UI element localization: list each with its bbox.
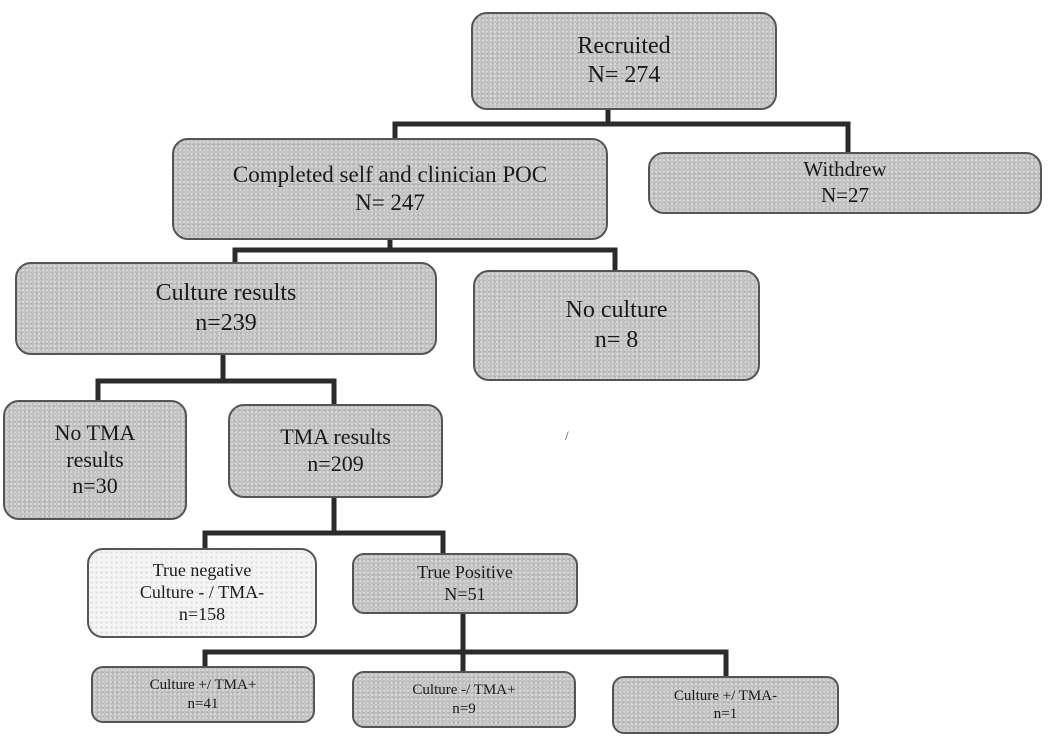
node-recruited-count: N= 274	[587, 62, 661, 88]
node-true-negative-title: True negative	[152, 560, 252, 581]
node-no-culture: No culture n= 8	[473, 270, 760, 381]
node-culture-pos-tma-pos: Culture +/ TMA+ n=41	[91, 666, 315, 723]
node-recruited: Recruited N= 274	[471, 12, 777, 110]
node-culture-results-count: n=239	[195, 309, 257, 336]
node-no-culture-count: n= 8	[594, 326, 639, 353]
node-completed-title: Completed self and clinician POC	[232, 161, 548, 187]
node-no-tma-count: n=30	[72, 473, 118, 499]
node-recruited-title: Recruited	[577, 32, 671, 59]
node-no-tma-title: No TMA	[54, 419, 136, 445]
node-completed-count: N= 247	[355, 190, 425, 215]
node-completed: Completed self and clinician POC N= 247	[172, 138, 608, 240]
node-culture-results-title: Culture results	[155, 280, 297, 307]
node-tma-results-count: n=209	[307, 451, 364, 476]
node-tma-results: TMA results n=209	[228, 404, 443, 498]
node-withdrew-title: Withdrew	[803, 157, 887, 182]
node-tma-results-title: TMA results	[280, 424, 391, 450]
node-true-negative: True negative Culture - / TMA- n=158	[87, 548, 317, 638]
node-true-positive-count: N=51	[444, 583, 486, 604]
node-culture-pos-tma-pos-count: n=41	[187, 695, 219, 712]
stray-mark: /	[565, 428, 569, 443]
node-culture-pos-tma-neg-title: Culture +/ TMA-	[673, 687, 778, 704]
node-no-culture-title: No culture	[565, 297, 668, 324]
node-no-tma-subtitle: results	[66, 446, 124, 472]
node-culture-pos-tma-neg-count: n=1	[713, 706, 738, 722]
node-culture-results: Culture results n=239	[15, 262, 437, 355]
node-withdrew: Withdrew N=27	[648, 152, 1042, 214]
node-culture-neg-tma-pos: Culture -/ TMA+ n=9	[352, 671, 576, 728]
node-true-positive: True Positive N=51	[352, 553, 578, 614]
node-true-negative-count: n=158	[178, 603, 226, 624]
node-withdrew-count: N=27	[820, 183, 869, 207]
node-culture-neg-tma-pos-count: n=9	[452, 700, 476, 717]
node-culture-pos-tma-pos-title: Culture +/ TMA+	[149, 677, 257, 694]
node-true-positive-title: True Positive	[417, 561, 513, 582]
node-culture-neg-tma-pos-title: Culture -/ TMA+	[412, 682, 516, 699]
node-culture-pos-tma-neg: Culture +/ TMA- n=1	[612, 676, 839, 734]
node-true-negative-subtitle: Culture - / TMA-	[139, 582, 265, 603]
node-no-tma-results: No TMA results n=30	[3, 400, 187, 520]
